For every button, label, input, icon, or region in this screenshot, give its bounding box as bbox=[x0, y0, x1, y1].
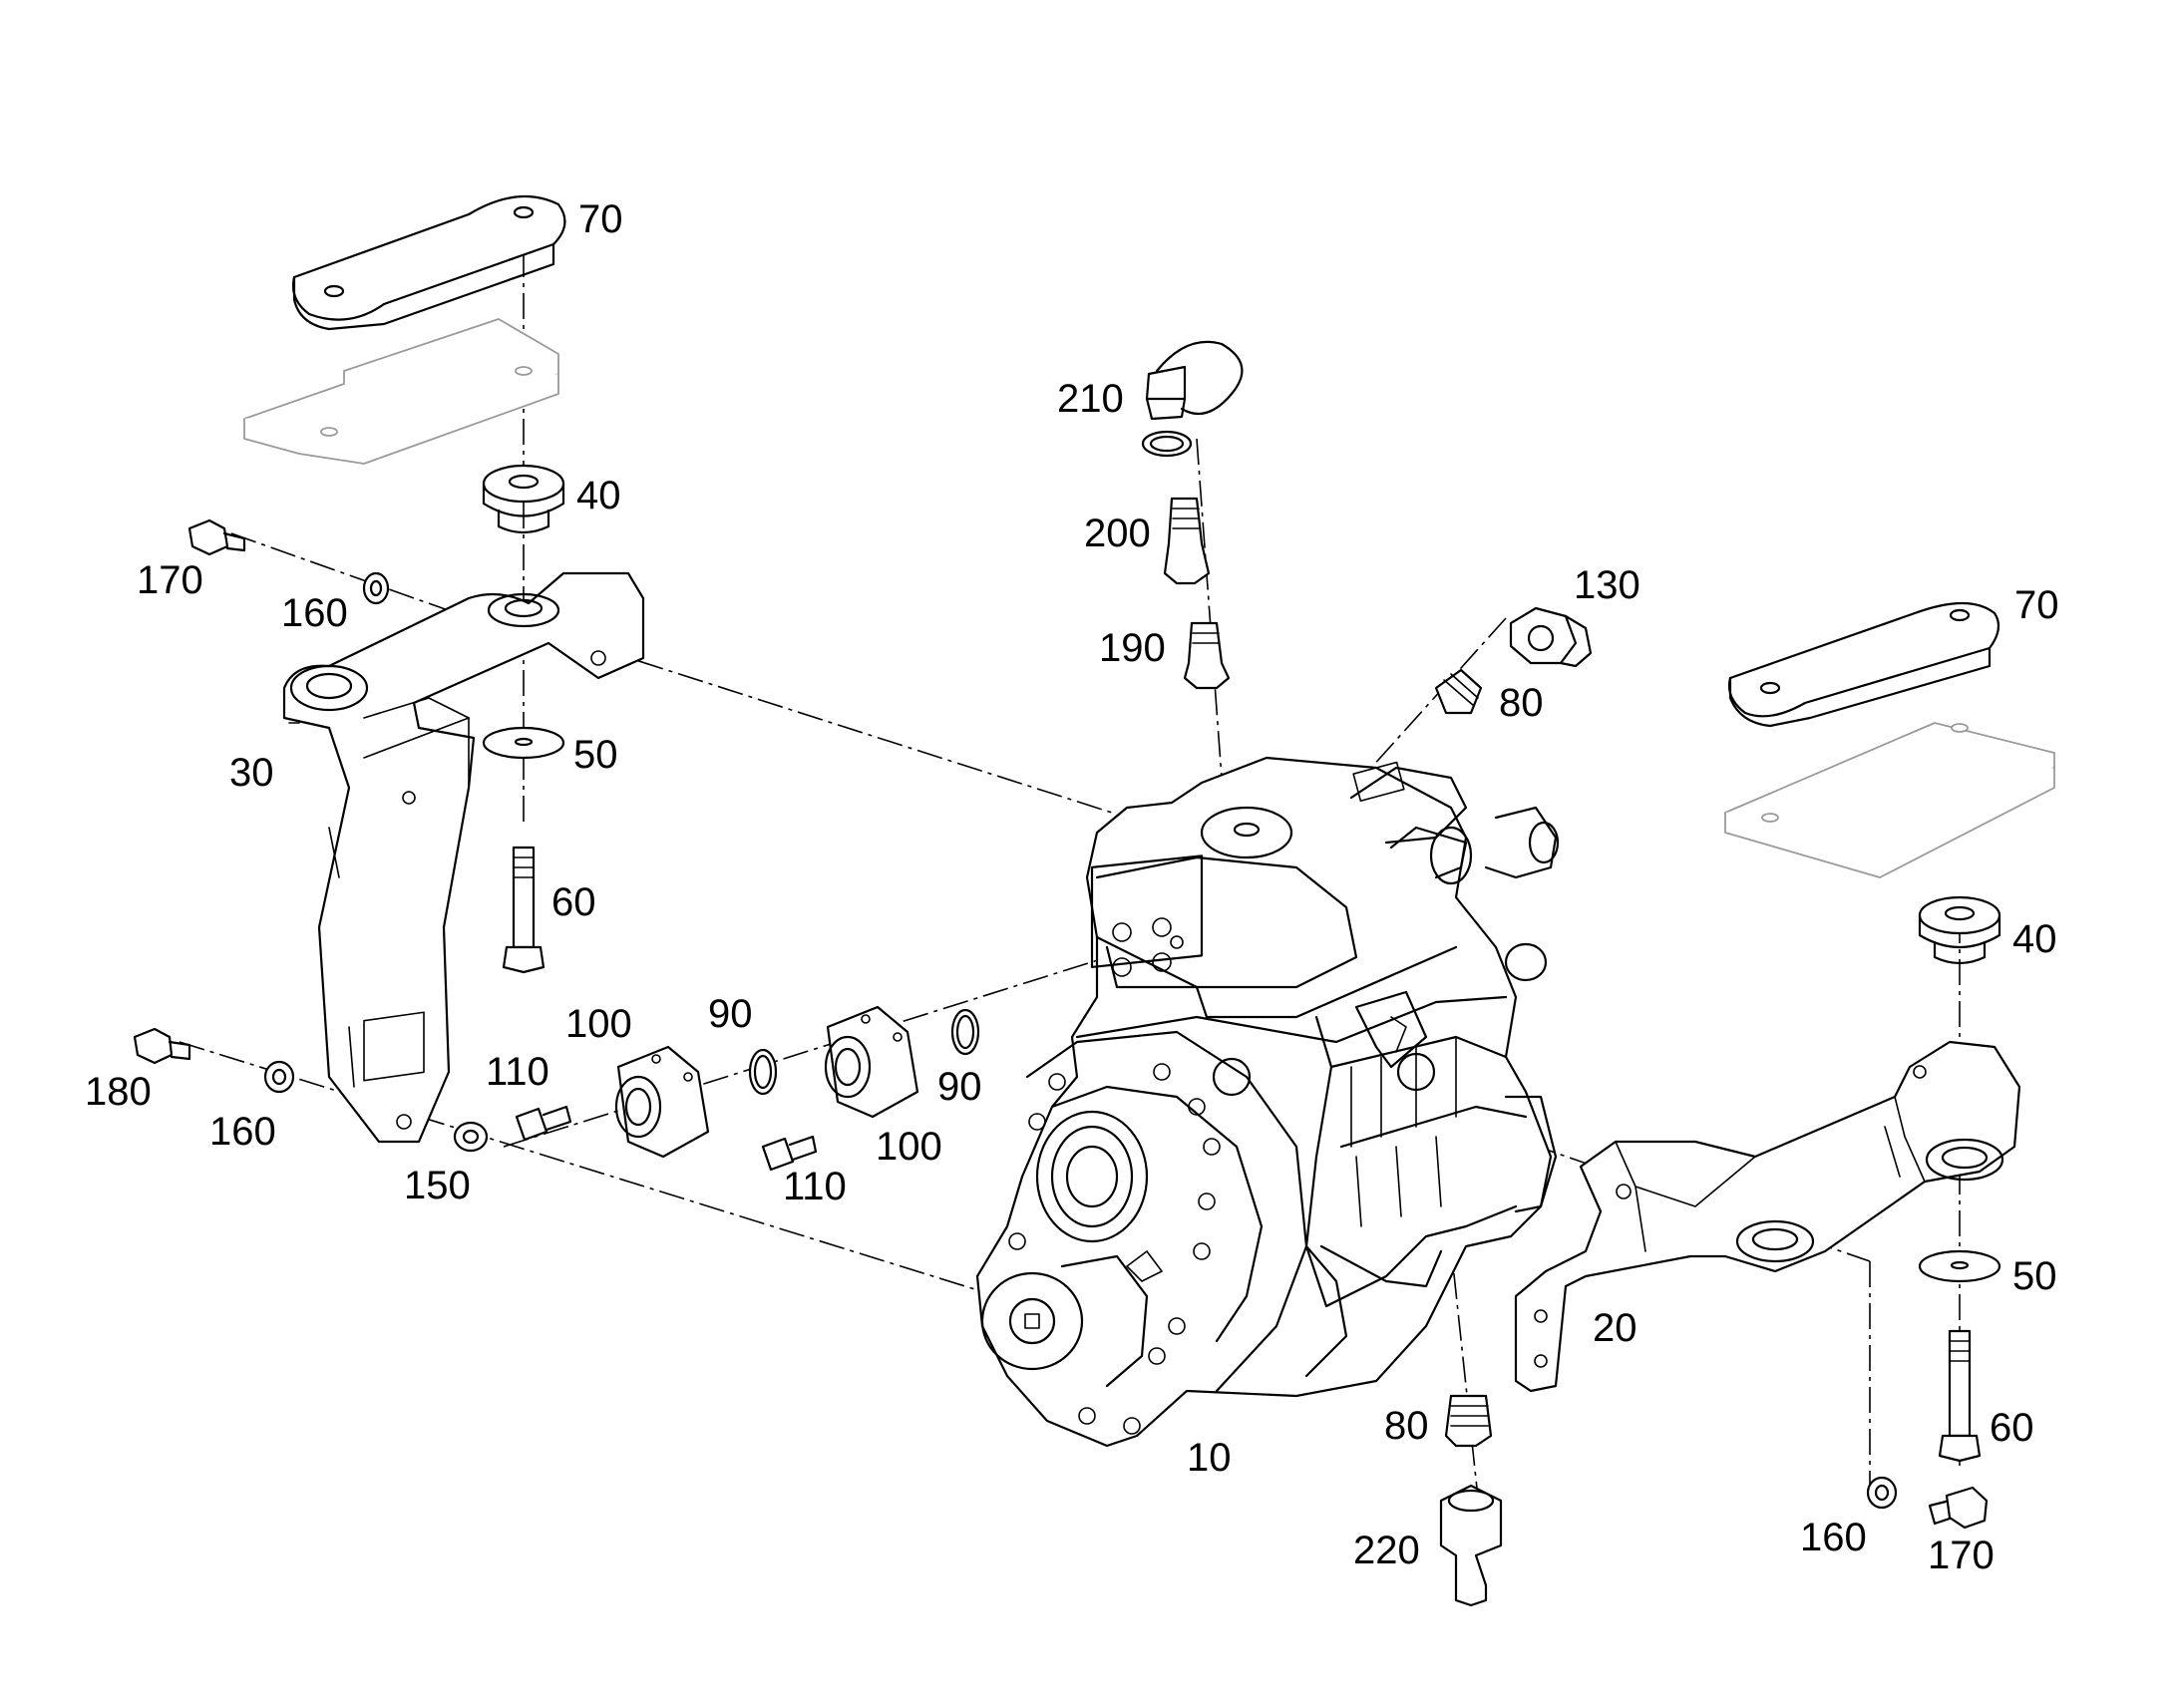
part-110-screw-a bbox=[515, 1105, 572, 1142]
leader-lines bbox=[179, 209, 1961, 1527]
label-130: 130 bbox=[1574, 563, 1640, 607]
part-60-bolt-left bbox=[502, 846, 545, 974]
label-20: 20 bbox=[1593, 1306, 1637, 1350]
label-180: 180 bbox=[85, 1070, 152, 1114]
label-220: 220 bbox=[1353, 1529, 1420, 1572]
part-220-fitting bbox=[1439, 1484, 1503, 1607]
part-170-bolt-right bbox=[1928, 1486, 1989, 1530]
part-170-bolt-left bbox=[187, 518, 246, 556]
part-100-flange-b bbox=[824, 1005, 919, 1119]
part-10-transmission-housing bbox=[975, 756, 1560, 1448]
label-70-left: 70 bbox=[578, 197, 623, 241]
label-160-c: 160 bbox=[1800, 1516, 1867, 1559]
part-190-fitting bbox=[1183, 621, 1231, 690]
part-40-mount-left bbox=[482, 464, 565, 534]
label-110-a: 110 bbox=[486, 1050, 549, 1094]
part-20-bracket-right bbox=[1514, 1040, 2021, 1393]
label-50-left: 50 bbox=[573, 733, 618, 777]
label-90-b: 90 bbox=[937, 1065, 982, 1109]
part-130-nut bbox=[1509, 606, 1593, 668]
label-100-b: 100 bbox=[876, 1125, 942, 1169]
part-60-bolt-right bbox=[1938, 1329, 1982, 1463]
part-50-washer-left bbox=[482, 726, 565, 760]
part-70-link-right bbox=[1727, 601, 2000, 728]
label-80-top: 80 bbox=[1499, 681, 1544, 725]
label-100-a: 100 bbox=[565, 1002, 632, 1046]
label-80-bottom: 80 bbox=[1384, 1404, 1429, 1448]
label-70-right: 70 bbox=[2014, 583, 2059, 627]
label-170-left: 170 bbox=[137, 558, 203, 602]
part-80-plug-top bbox=[1434, 668, 1483, 715]
label-30: 30 bbox=[229, 751, 274, 795]
part-70-link-left bbox=[291, 194, 566, 331]
label-40-right: 40 bbox=[2012, 917, 2057, 961]
part-50-washer-right bbox=[1918, 1249, 2001, 1283]
part-40-mount-right bbox=[1918, 895, 2001, 965]
part-210-cap bbox=[1141, 340, 1244, 458]
label-60-right: 60 bbox=[1990, 1406, 2034, 1450]
label-190: 190 bbox=[1099, 626, 1166, 670]
part-180-bolt bbox=[133, 1027, 191, 1065]
label-10: 10 bbox=[1187, 1436, 1232, 1480]
part-90-oring-b bbox=[950, 1008, 980, 1056]
label-200: 200 bbox=[1084, 512, 1151, 555]
part-160-washer-a bbox=[362, 571, 390, 605]
part-200-fitting bbox=[1163, 497, 1211, 585]
label-90-a: 90 bbox=[708, 992, 753, 1036]
part-labels: 70 40 170 160 30 50 60 180 160 150 110 1… bbox=[85, 197, 2059, 1577]
label-160-a: 160 bbox=[281, 591, 348, 635]
label-110-b: 110 bbox=[783, 1165, 847, 1208]
ghost-plate-right bbox=[1724, 722, 2055, 878]
part-110-screw-b bbox=[761, 1135, 818, 1172]
part-150-washer bbox=[453, 1121, 489, 1153]
part-100-flange-a bbox=[614, 1045, 710, 1159]
label-170-right: 170 bbox=[1928, 1534, 1995, 1577]
part-30-bracket-left bbox=[282, 571, 645, 1144]
label-150: 150 bbox=[404, 1164, 471, 1207]
part-80-fitting-bottom bbox=[1444, 1394, 1493, 1448]
ghost-plate-left bbox=[243, 318, 559, 465]
part-160-washer-c bbox=[1866, 1476, 1898, 1510]
label-60-left: 60 bbox=[551, 880, 596, 924]
part-90-oring-a bbox=[748, 1048, 778, 1096]
label-50-right: 50 bbox=[2012, 1254, 2057, 1298]
label-40-left: 40 bbox=[576, 474, 621, 517]
part-160-washer-b bbox=[263, 1060, 295, 1094]
label-210: 210 bbox=[1057, 377, 1124, 421]
label-160-b: 160 bbox=[209, 1110, 276, 1154]
